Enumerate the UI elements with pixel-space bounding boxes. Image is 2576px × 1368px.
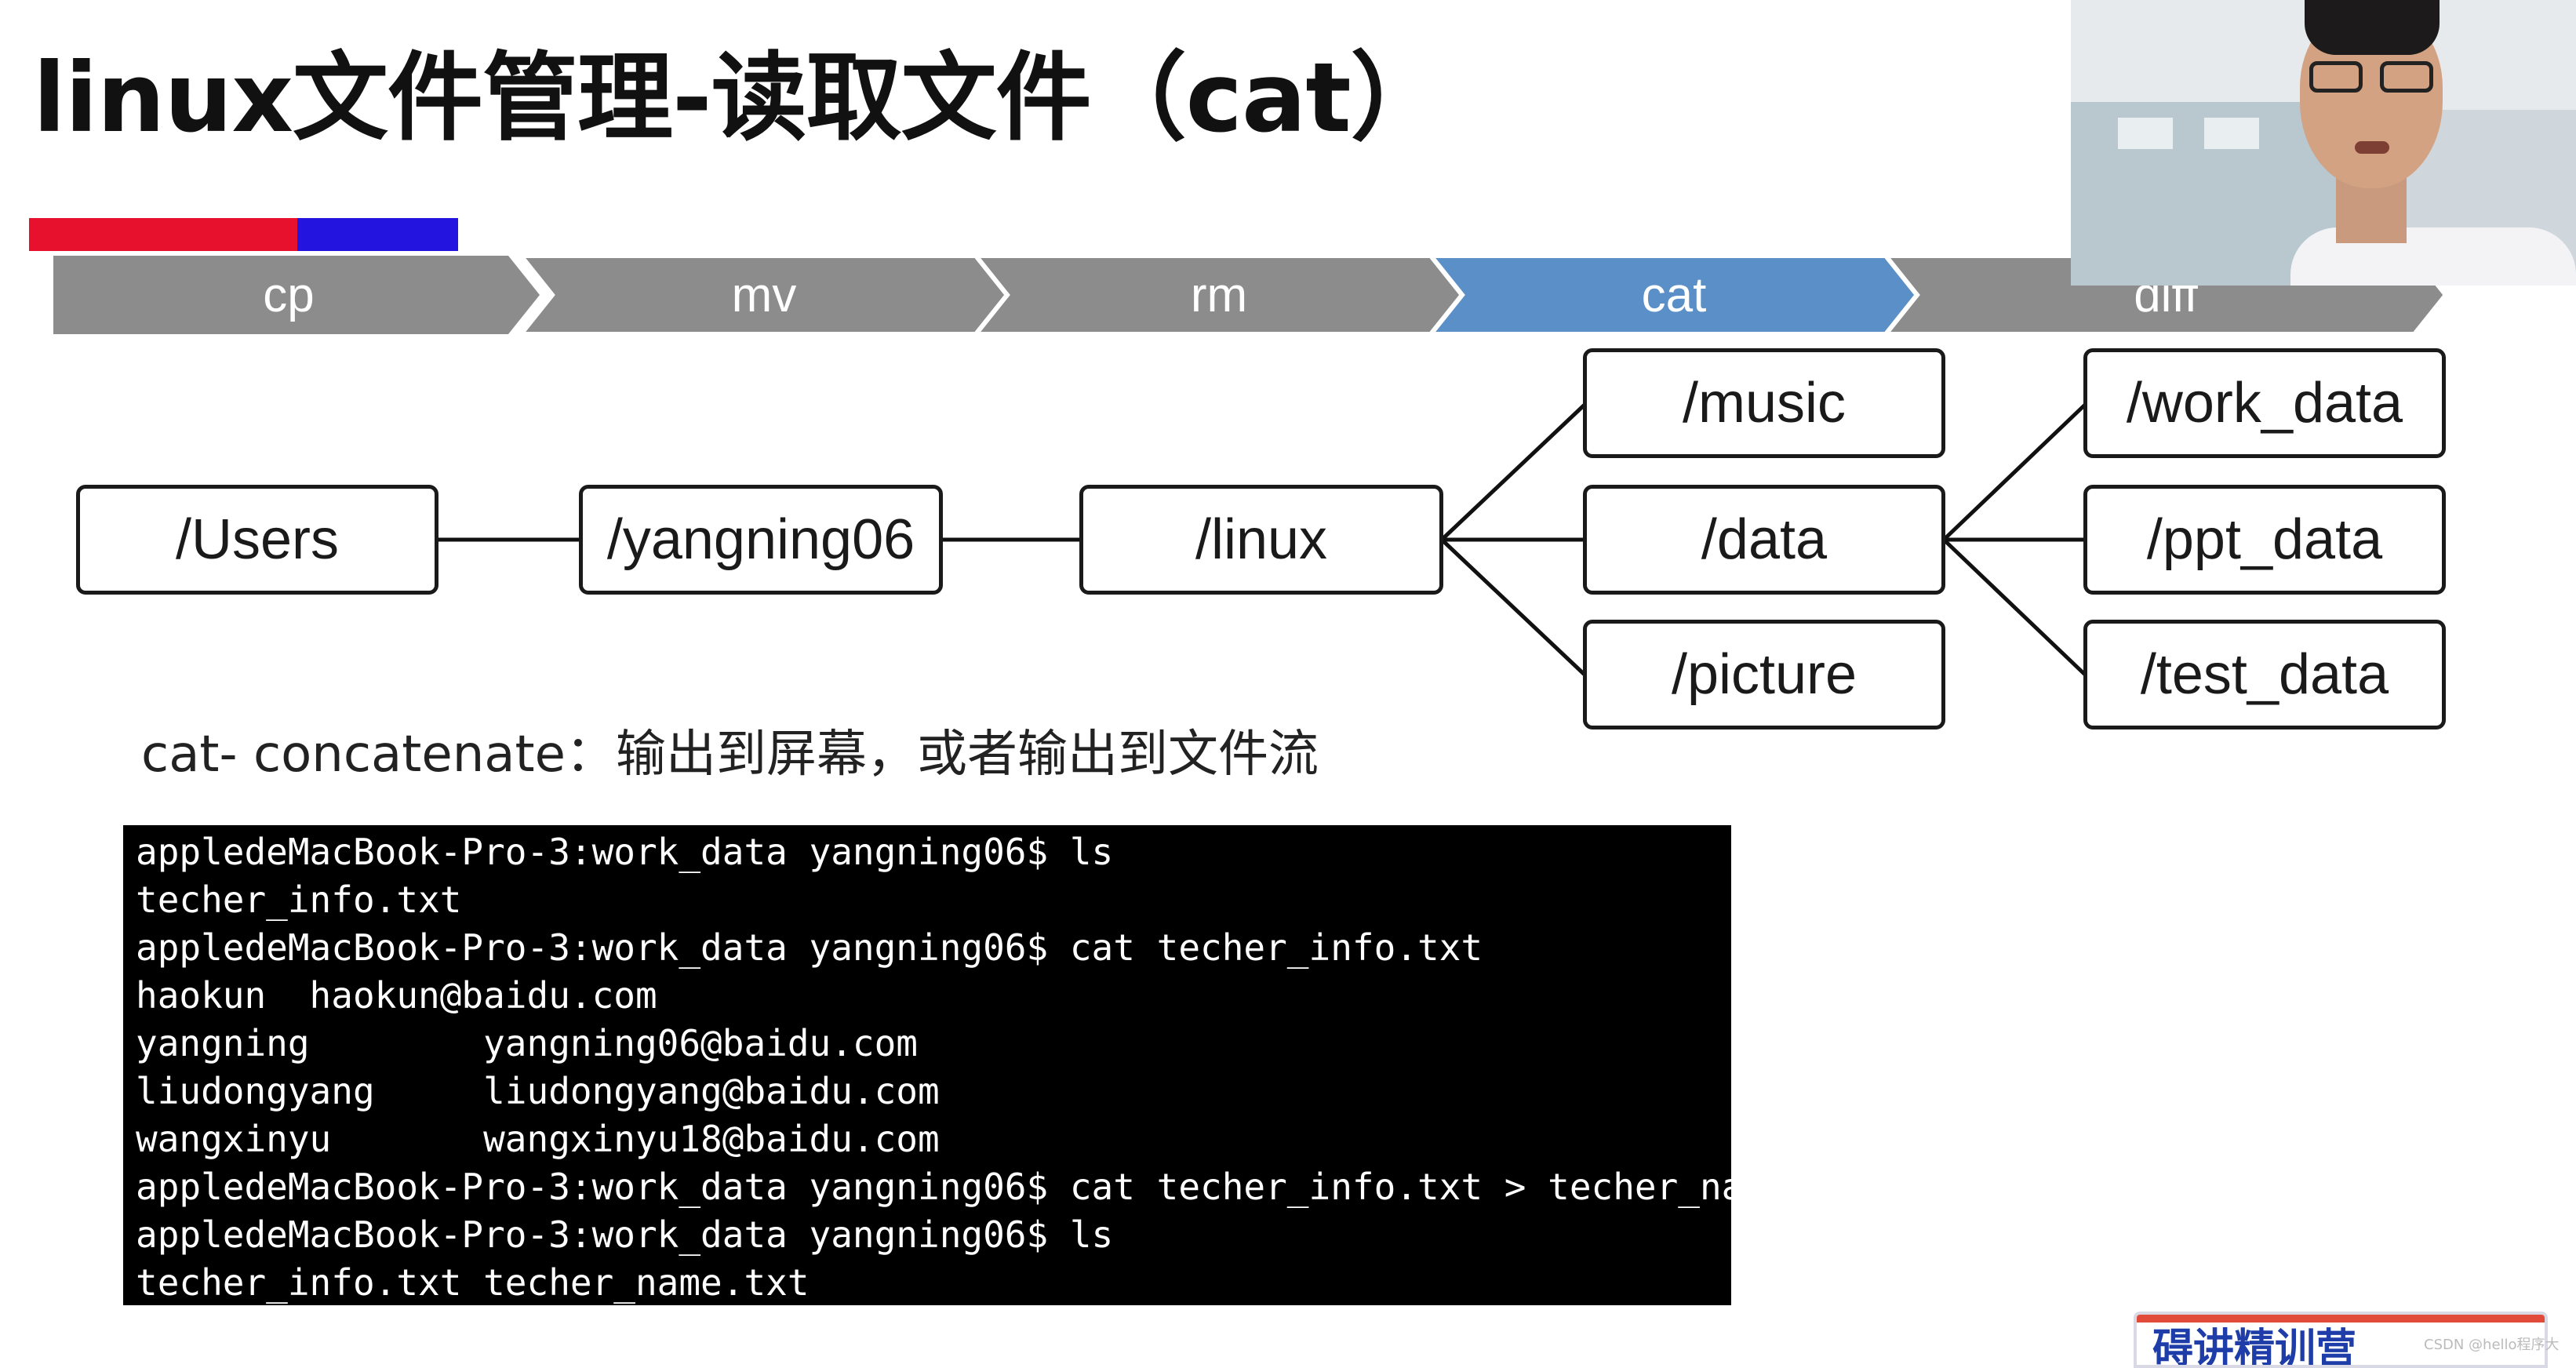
node-music: /music — [1583, 348, 1945, 458]
step-mv: mv — [521, 256, 1007, 334]
step-mv-arrow — [521, 256, 1007, 334]
watermark: CSDN @hello程序大 — [2424, 1337, 2560, 1353]
terminal-line: liudongyang liudongyang@baidu.com — [136, 1070, 940, 1112]
step-cp-arrow — [53, 256, 540, 334]
terminal-line: appledeMacBook-Pro-3:work_data yangning0… — [136, 926, 1483, 969]
slide-title: linux文件管理-读取文件（cat） — [33, 42, 1446, 154]
terminal-line: techer_info.txt — [136, 879, 462, 921]
terminal-line: appledeMacBook-Pro-3:work_data yangning0… — [136, 1166, 1874, 1208]
step-cat-arrow — [1431, 256, 1917, 334]
command-steps: cp mv rm cat diff — [53, 256, 2446, 334]
node-yangning06: /yangning06 — [579, 485, 943, 595]
step-rm-arrow — [976, 256, 1462, 334]
presenter-shirt — [2290, 227, 2576, 286]
terminal-line: appledeMacBook-Pro-3:work_data yangning0… — [136, 831, 1114, 873]
step-label: mv — [731, 267, 797, 322]
webcam-window-pane — [2118, 118, 2173, 149]
terminal-line: haokun haokun@baidu.com — [136, 974, 657, 1017]
terminal-line: wangxinyu wangxinyu18@baidu.com — [136, 1118, 940, 1160]
webcam-window-pane — [2204, 118, 2259, 149]
presenter-mouth — [2355, 141, 2389, 154]
node-data: /data — [1583, 485, 1945, 595]
glasses-lens — [2380, 61, 2433, 93]
node-picture: /picture — [1583, 620, 1945, 729]
glasses-icon — [2309, 61, 2435, 96]
step-cp: cp — [53, 256, 540, 334]
node-users: /Users — [76, 485, 438, 595]
presenter-hair — [2305, 0, 2440, 55]
node-ppt-data: /ppt_data — [2083, 485, 2446, 595]
step-label: cat — [1641, 267, 1707, 322]
glasses-lens — [2309, 61, 2363, 93]
presenter-webcam — [2071, 0, 2576, 286]
terminal-line: appledeMacBook-Pro-3:work_data yangning0… — [136, 1213, 1114, 1256]
logo-text: 碍讲精训营 — [2152, 1326, 2357, 1368]
logo-strip — [2137, 1315, 2545, 1323]
accent-bar-red — [29, 218, 297, 251]
terminal-line: techer_info.txt techer_name.txt — [136, 1261, 810, 1304]
step-cat: cat — [1431, 256, 1917, 334]
accent-bar-blue — [297, 218, 458, 251]
node-work-data: /work_data — [2083, 348, 2446, 458]
step-label: rm — [1190, 267, 1248, 322]
node-test-data: /test_data — [2083, 620, 2446, 729]
terminal-output: appledeMacBook-Pro-3:work_data yangning0… — [123, 825, 1874, 1305]
terminal-line: yangning yangning06@baidu.com — [136, 1022, 918, 1064]
cat-description: cat- concatenate：输出到屏幕，或者输出到文件流 — [141, 726, 1319, 784]
node-linux: /linux — [1079, 485, 1443, 595]
step-label: cp — [263, 267, 315, 322]
step-rm: rm — [976, 256, 1462, 334]
